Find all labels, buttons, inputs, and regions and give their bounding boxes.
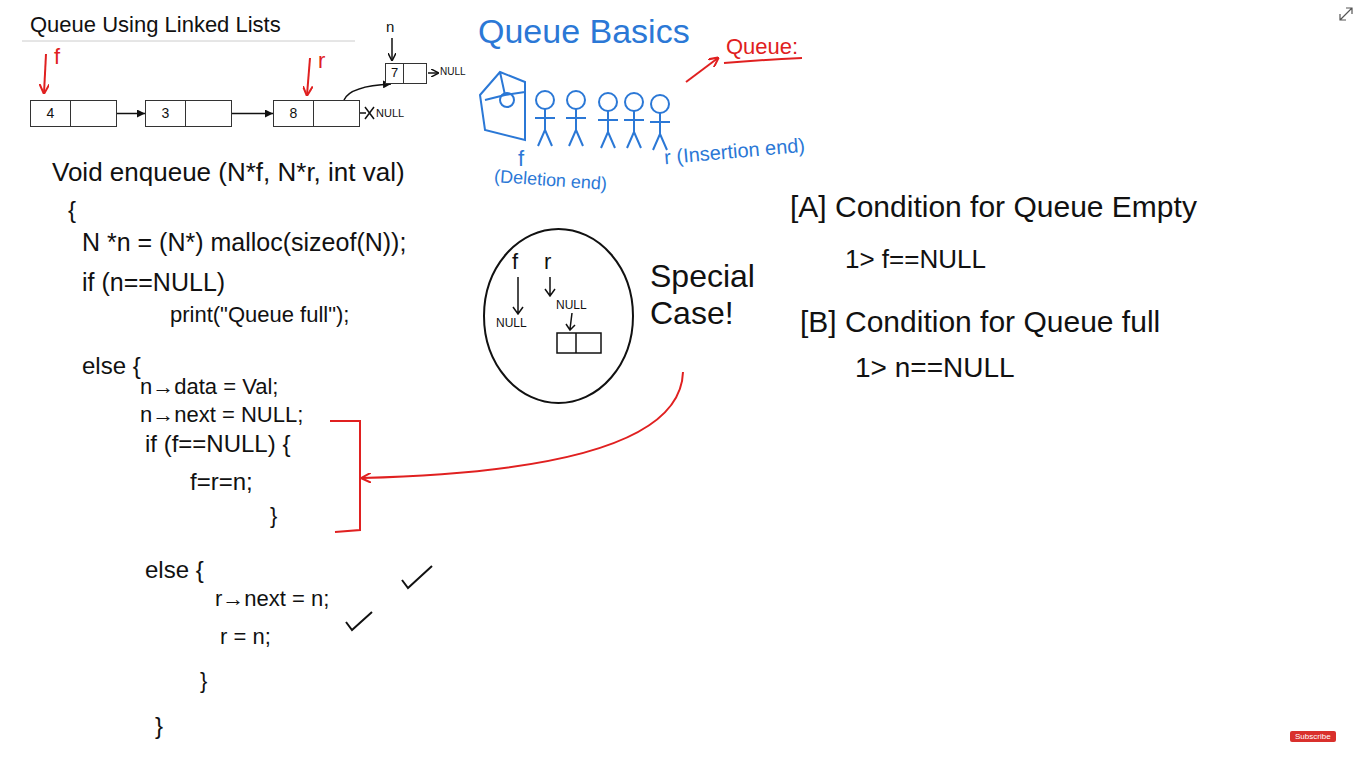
node-value: 4 bbox=[31, 101, 71, 126]
note-text: NULL bbox=[376, 107, 404, 120]
circle-text: NULL bbox=[556, 299, 587, 313]
circle-text: r bbox=[544, 249, 551, 274]
circle-node: f rNULL NULL bbox=[482, 227, 635, 405]
node-value: 7 bbox=[386, 64, 404, 83]
note-text: } bbox=[155, 712, 163, 740]
note-text: Void enqueue (N*f, N*r, int val) bbox=[52, 158, 405, 188]
null-pointer bbox=[428, 72, 438, 74]
note-text: { bbox=[68, 196, 76, 224]
note-text: if (f==NULL) { bbox=[145, 430, 290, 458]
note-text: r = n; bbox=[220, 624, 271, 649]
page-title: Queue Using Linked Lists bbox=[30, 12, 281, 37]
note-text: r (Insertion end) bbox=[663, 134, 806, 169]
list-node: 8 bbox=[273, 100, 360, 127]
node-value: 3 bbox=[146, 101, 186, 126]
note-text: N *n = (N*) malloc(sizeof(N)); bbox=[82, 228, 406, 257]
note-text: } bbox=[200, 668, 207, 693]
note-text: r bbox=[318, 48, 325, 73]
check-mark bbox=[402, 566, 432, 588]
note-text: (Deletion end) bbox=[493, 166, 607, 195]
button-text: Subscribe bbox=[1295, 732, 1331, 741]
circle-text: NULL bbox=[496, 317, 527, 331]
note-text: n→data = Val; bbox=[140, 374, 278, 399]
check-mark bbox=[346, 612, 372, 630]
node-value: 8 bbox=[274, 101, 314, 126]
red-arrow bbox=[362, 372, 683, 478]
note-text: n→next = NULL; bbox=[140, 402, 303, 427]
list-node: 3 bbox=[145, 100, 232, 127]
pointer-cell bbox=[314, 101, 359, 126]
old-null-pointer bbox=[359, 112, 366, 114]
note-text: r→next = n; bbox=[215, 586, 329, 611]
note-text: 1> f==NULL bbox=[845, 245, 986, 275]
note-text: n bbox=[386, 18, 394, 35]
note-text: f=r=n; bbox=[190, 468, 253, 496]
note-text: [B] Condition for Queue full bbox=[800, 305, 1160, 340]
note-text: 1> n==NULL bbox=[855, 352, 1015, 384]
note-text: Queue: bbox=[726, 34, 798, 59]
cross-mark bbox=[365, 107, 374, 119]
next-pointer bbox=[232, 113, 273, 115]
note-text: Special Case! bbox=[650, 258, 775, 332]
pointer-cell bbox=[404, 64, 426, 83]
note-text: NULL bbox=[440, 66, 466, 78]
pointer-cell bbox=[186, 101, 231, 126]
pointer-cell bbox=[71, 101, 116, 126]
next-pointer bbox=[117, 113, 145, 115]
red-bracket bbox=[330, 421, 360, 532]
list-node: 4 bbox=[30, 100, 117, 127]
note-text: if (n==NULL) bbox=[82, 268, 225, 297]
queue-arrow bbox=[686, 58, 718, 82]
note-text: else { bbox=[145, 556, 204, 584]
note-text: } bbox=[270, 503, 277, 528]
expand-icon bbox=[1340, 8, 1352, 20]
note-text: Queue Basics bbox=[478, 12, 690, 51]
rear-pointer bbox=[307, 58, 310, 95]
note-text: [A] Condition for Queue Empty bbox=[790, 190, 1197, 225]
note-text: else { bbox=[82, 352, 141, 380]
note-text: print("Queue full"); bbox=[170, 302, 349, 327]
circle-outline bbox=[482, 227, 635, 405]
circle-text: f bbox=[512, 249, 518, 274]
new-node-pointer bbox=[391, 38, 393, 60]
title-rule bbox=[22, 41, 355, 42]
front-pointer bbox=[44, 54, 46, 93]
note-text: f bbox=[54, 44, 60, 69]
list-node: 7 bbox=[385, 63, 427, 84]
subscribe-button: Subscribe bbox=[1290, 731, 1336, 742]
queue-illustration bbox=[480, 72, 670, 150]
next-pointer bbox=[344, 84, 391, 100]
